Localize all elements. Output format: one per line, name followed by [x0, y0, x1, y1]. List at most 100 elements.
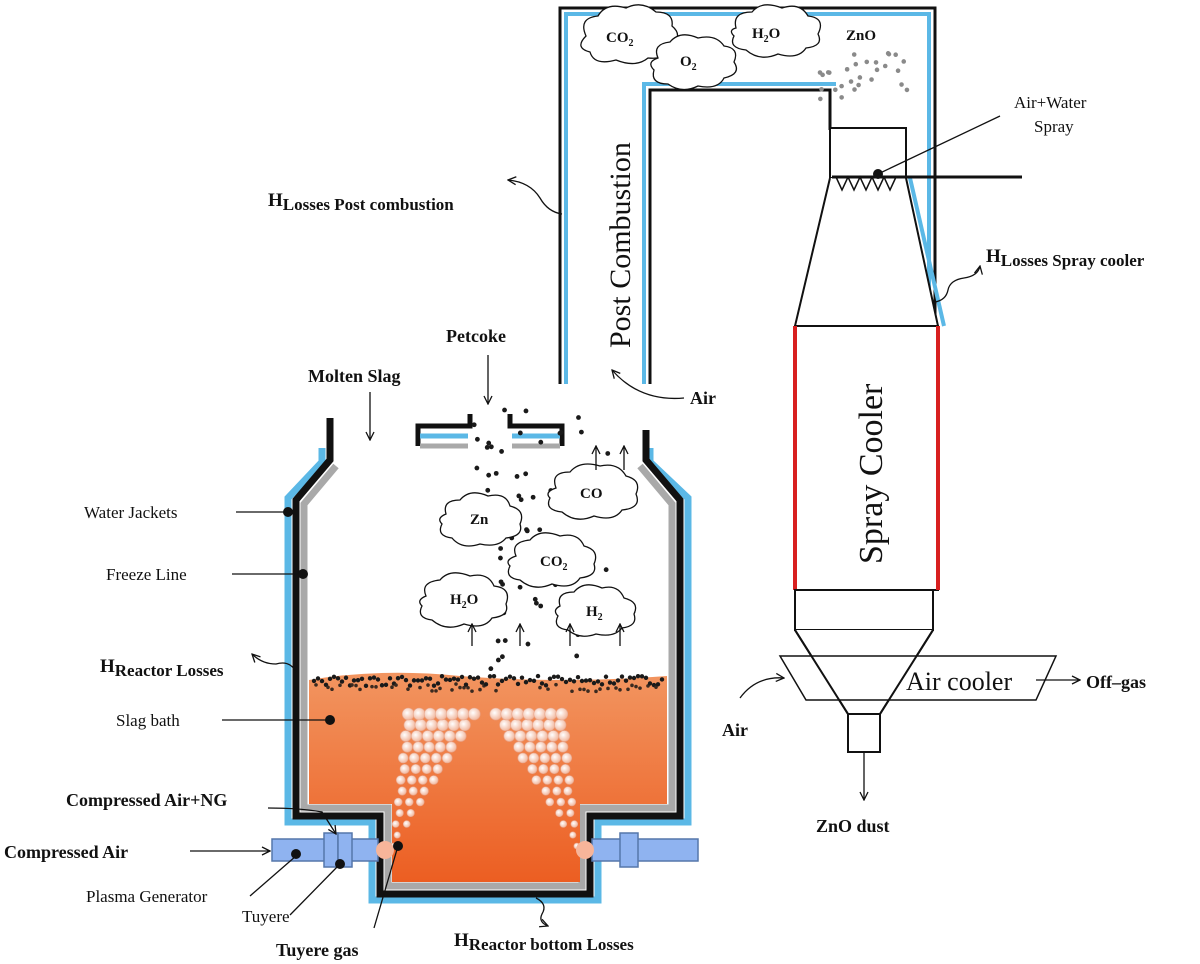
coke-particle	[314, 683, 318, 687]
coke-particle	[447, 677, 453, 683]
gas-bubble	[511, 707, 525, 721]
coke-particle	[483, 682, 489, 687]
label-plasma-generator: Plasma Generator	[86, 887, 208, 906]
leader-air-water-spray	[877, 115, 1001, 175]
zno-particle	[895, 68, 901, 74]
coke-particle	[547, 676, 553, 681]
coke-particle	[486, 440, 492, 446]
coke-particle	[586, 689, 590, 693]
coke-particle	[454, 682, 458, 686]
coke-particle	[626, 687, 630, 692]
zno-particle	[839, 83, 844, 89]
coke-particle	[495, 657, 501, 663]
gas-bubble	[391, 820, 400, 828]
coke-particle	[591, 680, 597, 686]
species-co2-top: CO2	[606, 30, 634, 49]
coke-particle	[383, 682, 389, 688]
label-loss-spray-cooler: HLosses Spray cooler	[986, 246, 1145, 270]
coke-particle	[615, 678, 621, 683]
coke-particle	[471, 676, 477, 681]
coke-particle	[407, 683, 413, 688]
gas-bubble	[401, 741, 413, 753]
coke-particle	[500, 581, 505, 587]
coke-particle	[563, 679, 569, 685]
tuyere-glow-right	[576, 841, 594, 859]
coke-particle	[576, 415, 581, 420]
coke-particle	[474, 436, 480, 442]
gas-bubble	[555, 808, 564, 818]
coke-particle	[638, 686, 642, 690]
coke-particle	[555, 674, 561, 679]
zno-particle	[833, 87, 838, 93]
label-air-water-1: Air+Water	[1014, 93, 1087, 112]
tuyere-flange-right	[619, 832, 639, 868]
gas-bubble	[503, 730, 516, 742]
cloud-h2o-top	[730, 4, 822, 58]
gas-bubble	[535, 741, 547, 753]
gas-bubble	[395, 775, 406, 785]
species-zno-top: ZnO	[846, 28, 876, 44]
coke-particle	[603, 567, 609, 573]
gas-bubble	[393, 831, 401, 839]
gas-bubble	[547, 730, 560, 742]
cloud-co-reactor	[547, 463, 639, 520]
species-h2: H2	[586, 604, 603, 623]
coke-particle	[551, 674, 557, 679]
label-spray-cooler: Spray Cooler	[853, 383, 890, 564]
label-air-top: Air	[690, 388, 716, 408]
coke-particle	[478, 687, 482, 692]
label-compressed-air-ng: Compressed Air+NG	[66, 790, 227, 810]
zno-particle	[851, 52, 857, 57]
gas-bubble	[566, 808, 575, 818]
gas-bubble	[531, 775, 542, 785]
coke-particle	[517, 584, 523, 590]
zno-particle	[839, 95, 844, 100]
label-post-combustion: Post Combustion	[604, 142, 637, 348]
coke-particle	[587, 677, 593, 683]
label-loss-reactor-bottom: HReactor bottom Losses	[454, 930, 634, 954]
gas-bubble	[417, 775, 428, 785]
zno-particle	[820, 72, 825, 78]
coke-particle	[451, 676, 457, 681]
coke-particle	[655, 682, 661, 687]
coke-particle	[403, 677, 409, 683]
coke-particle	[654, 685, 658, 689]
zno-particle	[825, 70, 831, 75]
gas-bubble	[569, 831, 577, 839]
coke-particle	[431, 683, 437, 688]
coke-particle	[499, 449, 504, 454]
gas-bubble	[499, 718, 512, 732]
coke-particle	[639, 674, 645, 679]
gas-bubble	[415, 797, 425, 807]
coke-particle	[538, 439, 544, 445]
gas-bubble	[425, 718, 438, 732]
coke-particle	[579, 678, 585, 684]
coke-particle	[443, 677, 449, 682]
label-water-jackets: Water Jackets	[84, 503, 178, 522]
coke-particle	[390, 685, 394, 690]
coke-particle	[647, 681, 653, 686]
coke-particle	[419, 678, 425, 683]
gas-bubble	[557, 741, 569, 753]
species-zn: Zn	[470, 512, 489, 528]
coke-particle	[462, 685, 466, 690]
coke-particle	[455, 677, 461, 682]
coke-particle	[523, 471, 529, 477]
water-jacket-outline	[284, 448, 692, 904]
coke-particle	[515, 681, 521, 687]
coke-particle	[438, 686, 442, 691]
leader-dots	[283, 507, 403, 869]
zno-particle	[819, 87, 824, 92]
cloud-o2-top	[650, 34, 738, 91]
coke-particle	[643, 675, 649, 681]
gas-bubble	[500, 707, 514, 721]
coke-particle	[374, 685, 378, 689]
gas-bubble	[561, 752, 573, 764]
coke-particle	[538, 685, 542, 690]
coke-particle	[430, 689, 434, 693]
gas-bubble	[421, 763, 432, 775]
coke-particle	[326, 685, 330, 690]
zno-particles	[817, 51, 910, 102]
coke-particle	[427, 676, 433, 681]
